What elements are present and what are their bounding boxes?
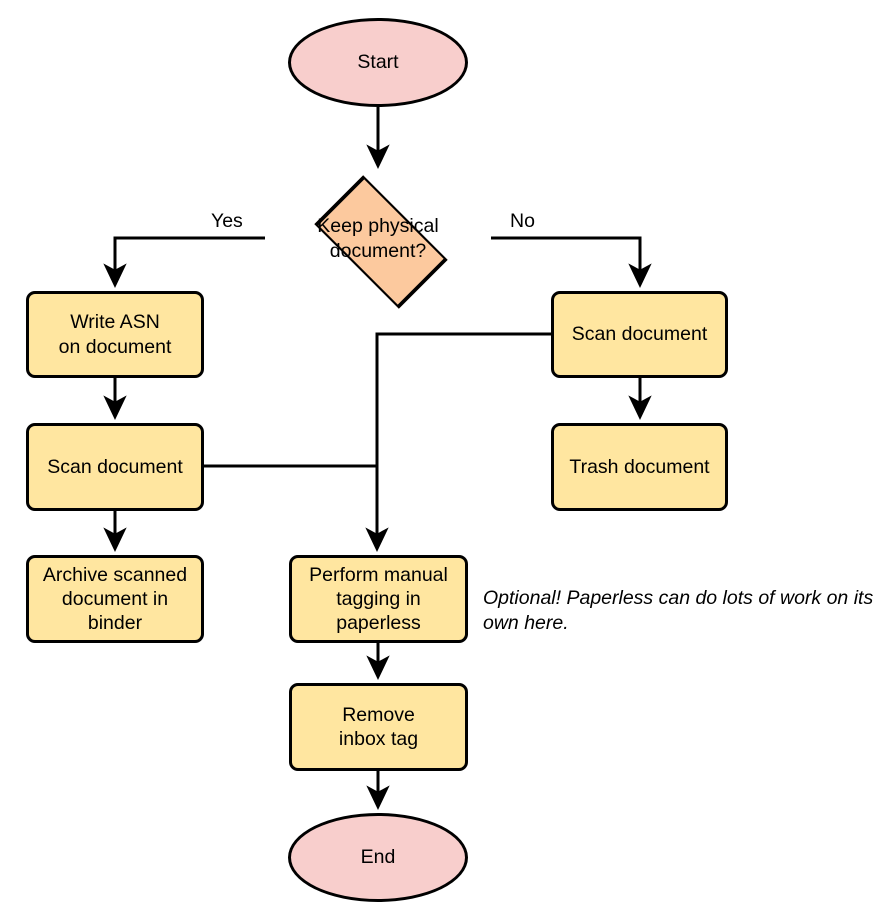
node-decision-label: Keep physical document? — [317, 215, 439, 262]
node-scan-document-left-label: Scan document — [47, 455, 183, 478]
annotation-optional-note: Optional! Paperless can do lots of work … — [483, 587, 874, 635]
node-end[interactable]: End — [288, 813, 468, 902]
node-trash-document-label: Trash document — [569, 455, 710, 478]
node-keep-physical-document-decision[interactable]: Keep physical document? — [265, 173, 491, 309]
edge-label-yes: Yes — [211, 210, 243, 232]
node-archive-label: Archive scanned document in binder — [42, 563, 188, 635]
node-start[interactable]: Start — [288, 18, 468, 107]
edge-label-no: No — [510, 210, 535, 232]
node-manual-tagging-label: Perform manual tagging in paperless — [309, 563, 448, 635]
node-end-label: End — [360, 846, 396, 869]
node-write-asn-on-document[interactable]: Write ASN on document — [26, 291, 204, 378]
node-start-label: Start — [357, 51, 399, 74]
node-archive-scanned-document-in-binder[interactable]: Archive scanned document in binder — [26, 555, 204, 643]
node-remove-inbox-tag-label: Remove inbox tag — [338, 703, 419, 750]
edge-decision-yes-to-write-asn — [103, 236, 265, 289]
edge-scan-right-to-manual-tagging — [365, 332, 551, 553]
node-scan-document-left[interactable]: Scan document — [26, 423, 204, 511]
node-write-asn-label: Write ASN on document — [58, 311, 172, 358]
node-scan-document-right[interactable]: Scan document — [551, 291, 728, 378]
edge-decision-no-to-scan-right — [491, 236, 652, 289]
node-perform-manual-tagging-in-paperless[interactable]: Perform manual tagging in paperless — [289, 555, 468, 643]
node-trash-document[interactable]: Trash document — [551, 423, 728, 511]
node-scan-document-right-label: Scan document — [571, 323, 708, 346]
node-remove-inbox-tag[interactable]: Remove inbox tag — [289, 683, 468, 771]
